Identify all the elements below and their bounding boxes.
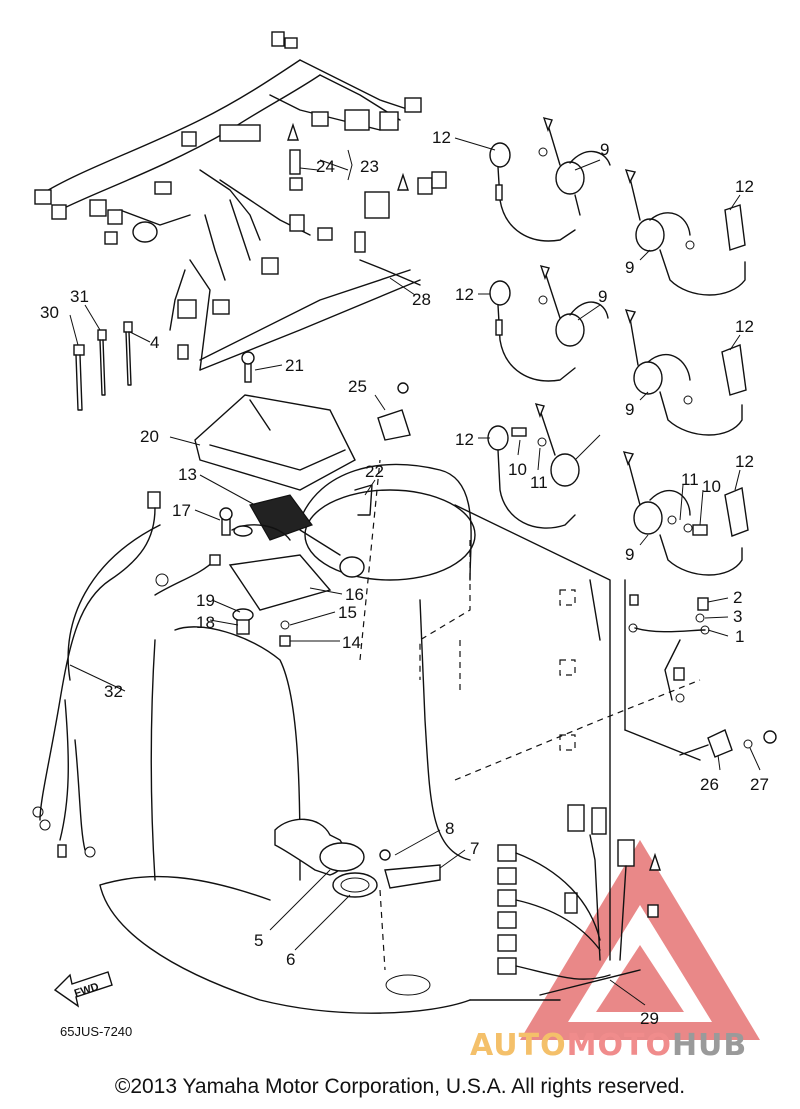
callout-12c: 12 xyxy=(455,285,474,304)
callout-12b: 12 xyxy=(735,177,754,196)
ignition-coils xyxy=(487,117,749,576)
callout-9c: 9 xyxy=(598,287,607,306)
callout-12a: 12 xyxy=(432,128,451,147)
callout-30: 30 xyxy=(40,303,59,322)
callout-10b: 10 xyxy=(702,477,721,496)
callout-1: 1 xyxy=(735,627,744,646)
watermark-text: AUTOMOTOHUB xyxy=(470,1028,747,1063)
rectifier-13 xyxy=(219,494,365,611)
watermark-auto: AUTO xyxy=(470,1028,567,1063)
callout-32: 32 xyxy=(104,682,123,701)
grommet-18-19 xyxy=(232,608,291,647)
wiring-harness xyxy=(34,31,447,371)
callout-29: 29 xyxy=(640,1009,659,1028)
copyright-notice: ©2013 Yamaha Motor Corporation, U.S.A. A… xyxy=(114,1075,686,1098)
callout-13: 13 xyxy=(178,465,197,484)
callout-9e: 9 xyxy=(625,545,634,564)
callout-9a: 9 xyxy=(600,140,609,159)
callout-10a: 10 xyxy=(508,460,527,479)
clamp-25 xyxy=(354,382,411,516)
callout-11b: 11 xyxy=(681,470,699,489)
fwd-arrow: FWD xyxy=(53,971,113,1008)
callout-17: 17 xyxy=(172,501,191,520)
holder-26-27 xyxy=(679,729,777,758)
wire-32 xyxy=(32,491,221,858)
callout-3: 3 xyxy=(733,607,742,626)
callout-8: 8 xyxy=(445,819,454,838)
harness-28 xyxy=(359,259,421,286)
callout-12d: 12 xyxy=(735,317,754,336)
bracket-20 xyxy=(194,351,356,491)
callout-6: 6 xyxy=(286,950,295,969)
callout-5: 5 xyxy=(254,931,263,950)
callout-28: 28 xyxy=(412,290,431,309)
watermark-hub: HUB xyxy=(671,1028,748,1063)
callout-16: 16 xyxy=(345,585,364,604)
callout-15: 15 xyxy=(338,603,357,622)
callout-24: 24 xyxy=(316,157,335,176)
callout-4: 4 xyxy=(150,333,159,352)
parts-diagram: FWD xyxy=(32,31,777,1040)
connector-bundle-29 xyxy=(497,804,661,996)
watermark-moto: MOTO xyxy=(566,1028,672,1063)
leader-lines xyxy=(69,137,761,1006)
callout-12f: 12 xyxy=(735,452,754,471)
callout-9d: 9 xyxy=(625,400,634,419)
callout-18: 18 xyxy=(196,613,215,632)
screws-1-2-3 xyxy=(628,594,710,703)
grommet-5-6 xyxy=(274,818,441,996)
callout-21: 21 xyxy=(285,356,304,375)
callout-7: 7 xyxy=(470,839,479,858)
callout-25: 25 xyxy=(348,377,367,396)
callout-14: 14 xyxy=(342,633,361,652)
callout-23: 23 xyxy=(360,157,379,176)
callout-9b: 9 xyxy=(625,258,634,277)
callout-labels: 1 2 3 4 5 6 7 8 9 9 9 9 9 10 10 11 11 12… xyxy=(40,128,769,1028)
engine-cover-outline xyxy=(67,459,701,1014)
diagram-code: 65JUS-7240 xyxy=(60,1024,133,1039)
callout-20: 20 xyxy=(140,427,159,446)
cable-ties xyxy=(73,321,133,411)
callout-11a: 11 xyxy=(530,473,548,492)
callout-22: 22 xyxy=(365,462,384,481)
callout-19: 19 xyxy=(196,591,215,610)
callout-31: 31 xyxy=(70,287,89,306)
callout-2: 2 xyxy=(733,588,742,607)
callout-26: 26 xyxy=(700,775,719,794)
callout-12e: 12 xyxy=(455,430,474,449)
callout-27: 27 xyxy=(750,775,769,794)
watermark-triangle-logo xyxy=(520,840,760,1040)
